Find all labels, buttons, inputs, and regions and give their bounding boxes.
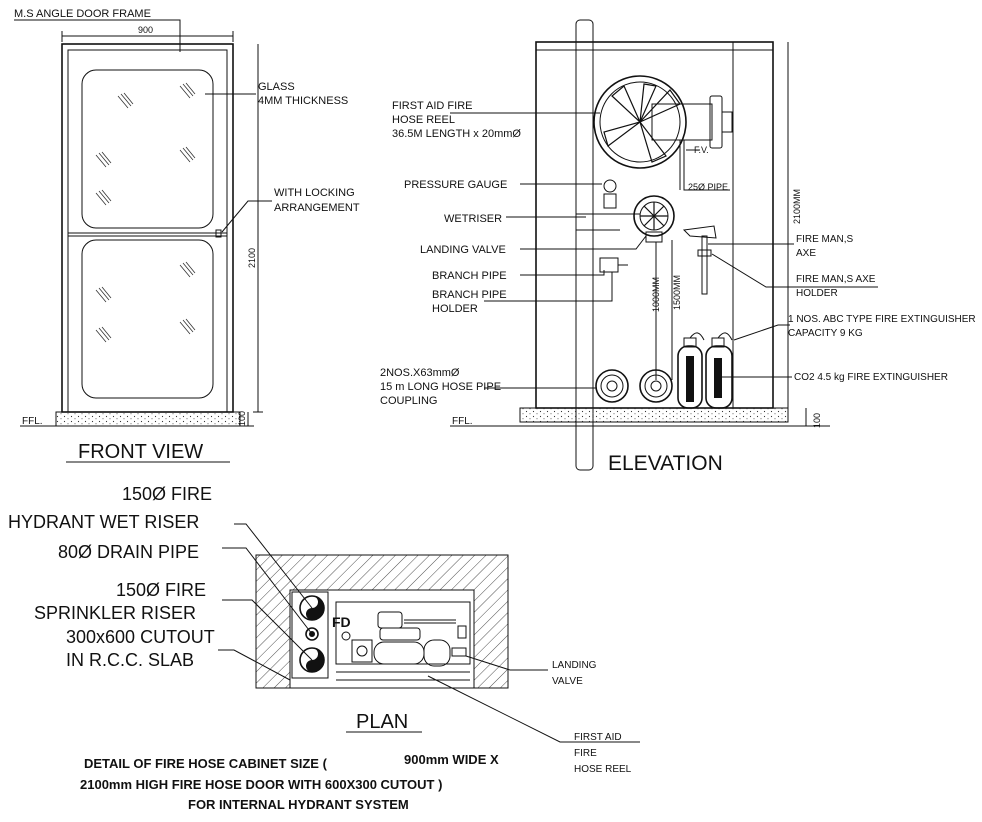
plan-reel-label-3: HOSE REEL: [574, 764, 632, 775]
landing-valve-wheel: [633, 195, 675, 237]
hose-reel-spokes: [603, 83, 681, 163]
wet-riser-label-2: HYDRANT WET RISER: [8, 512, 199, 532]
plan-view: FD 150Ø FIRE HYDRANT WET RISER 80Ø DRAIN…: [8, 484, 640, 775]
plan-reel-label-1: FIRST AID: [574, 732, 622, 743]
branch-pipe-label: BRANCH PIPE: [432, 270, 507, 282]
detail-line-1b: 900mm WIDE X: [404, 752, 499, 767]
branch-holder-label-1: BRANCH PIPE: [432, 289, 507, 301]
abc-label-1: 1 NOS. ABC TYPE FIRE EXTINGUISHER: [788, 314, 976, 325]
wet-riser-symbol: [299, 595, 325, 621]
pipe25-label: 25Ø PIPE: [688, 182, 728, 192]
axe-label-1: FIRE MAN,S: [796, 234, 854, 245]
glass-thickness-label: 4MM THICKNESS: [258, 95, 348, 107]
sprinkler-label-1: 150Ø FIRE: [116, 580, 206, 600]
wetriser-label: WETRISER: [444, 213, 502, 225]
landing-valve-label: LANDING VALVE: [420, 244, 506, 256]
abc-label-2: CAPACITY 9 KG: [788, 328, 863, 339]
plan-landing-label-1: LANDING: [552, 660, 597, 671]
axe-label-2: AXE: [796, 248, 816, 259]
hose-reel-label-1: FIRST AID FIRE: [392, 100, 472, 112]
locking-label: WITH LOCKING: [274, 187, 355, 199]
hose-reel-label-2: HOSE REEL: [392, 114, 455, 126]
locking-label-2: ARRANGEMENT: [274, 202, 360, 214]
hose-reel-drum: [593, 75, 687, 169]
detail-note: DETAIL OF FIRE HOSE CABINET SIZE ( 900mm…: [80, 752, 499, 812]
elevation-title: ELEVATION: [608, 452, 723, 475]
door-frame-label: M.S ANGLE DOOR FRAME: [14, 8, 151, 20]
dim-1500: 1500MM: [672, 275, 682, 310]
plan-reel-label-2: FIRE: [574, 748, 597, 759]
fire-axe-handle: [701, 235, 708, 295]
glass-reflection-marks: [95, 82, 196, 343]
elevation-base-dim: 100: [812, 413, 822, 428]
detail-line-3: FOR INTERNAL HYDRANT SYSTEM: [188, 797, 409, 812]
front-base-slab: [55, 411, 241, 427]
ffl-label: FFL.: [22, 416, 43, 427]
fv-label: F.V.: [694, 145, 709, 155]
hose-label-2: 15 m LONG HOSE PIPE: [380, 381, 501, 393]
axe-holder: [697, 249, 712, 257]
drain-pipe-label: 80Ø DRAIN PIPE: [58, 542, 199, 562]
branch-holder-label-2: HOLDER: [432, 303, 478, 315]
plan-title: PLAN: [356, 711, 408, 733]
hose-label-1: 2NOS.X63mmØ: [380, 367, 460, 379]
co2-extinguisher: [705, 332, 733, 409]
lower-glass-panel: [81, 239, 214, 399]
cutout-label-1: 300x600 CUTOUT: [66, 627, 215, 647]
lock: [215, 229, 222, 238]
hose-pipe-coil-2: [639, 369, 673, 403]
riser-shaft: [291, 591, 329, 679]
elevation-base-slab: [519, 407, 789, 423]
front-view: M.S ANGLE DOOR FRAME 900 GLASS: [14, 8, 360, 463]
sprinkler-label-2: SPRINKLER RISER: [34, 603, 196, 623]
plan-landing-label-2: VALVE: [552, 676, 583, 687]
branch-pipe: [599, 257, 619, 273]
height-dim: 2100: [247, 248, 257, 268]
upper-glass-panel: [81, 69, 214, 229]
co2-label: CO2 4.5 kg FIRE EXTINGUISHER: [794, 372, 948, 383]
axe-holder-label-2: HOLDER: [796, 288, 838, 299]
pressure-gauge: [603, 179, 617, 193]
elevation-ffl: FFL.: [452, 416, 473, 427]
cabinet-recess: [289, 589, 475, 689]
detail-line-2: 2100mm HIGH FIRE HOSE DOOR WITH 600X300 …: [80, 777, 442, 792]
door-inner-frame: [67, 49, 228, 413]
glass-label: GLASS: [258, 81, 295, 93]
hose-reel-arm: [651, 103, 713, 141]
hose-pipe-coil-1: [595, 369, 629, 403]
dim-1000: 1000MM: [651, 277, 661, 312]
axe-holder-label-1: FIRE MAN,S AXE: [796, 274, 876, 285]
fire-axe-head: [682, 225, 717, 239]
front-view-title: FRONT VIEW: [78, 441, 203, 463]
fd-label: FD: [332, 614, 351, 630]
elevation-view: FFL. 100 F.V. 25Ø PIPE FIRST AID FIRE HO…: [380, 19, 976, 475]
hose-reel-label-3: 36.5M LENGTH x 20mmØ: [392, 128, 521, 140]
hose-label-3: COUPLING: [380, 395, 437, 407]
pressure-gauge-label: PRESSURE GAUGE: [404, 179, 507, 191]
width-dim: 900: [138, 25, 153, 35]
riser-pipe: [575, 19, 594, 471]
abc-extinguisher: [677, 332, 705, 409]
frame-leader: [14, 19, 181, 52]
dim-2100: 2100MM: [792, 189, 802, 224]
plan-equipment: [351, 611, 467, 667]
wet-riser-label-1: 150Ø FIRE: [122, 484, 212, 504]
sprinkler-riser-symbol: [299, 647, 325, 673]
cutout-label-2: IN R.C.C. SLAB: [66, 650, 194, 670]
detail-line-1a: DETAIL OF FIRE HOSE CABINET SIZE (: [84, 756, 328, 771]
base-dim: 100: [237, 411, 247, 426]
